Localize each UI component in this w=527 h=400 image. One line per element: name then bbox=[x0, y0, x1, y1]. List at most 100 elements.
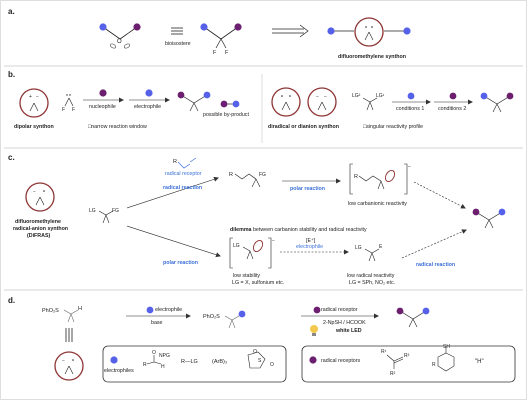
low-stability-label: low stability bbox=[233, 273, 260, 279]
nucleophile-label: nucleophile bbox=[89, 104, 116, 110]
stabilized-anion-bracket: − LG bbox=[229, 237, 275, 269]
svg-text:O: O bbox=[270, 362, 274, 368]
ether-oxygen-structure: O bbox=[99, 23, 141, 49]
radical-receptor-label-d: radical receptor bbox=[321, 307, 358, 313]
electrophile-label-d: electrophile bbox=[155, 307, 182, 313]
lg-eq-2-label: LG = SPh, NO₂ etc. bbox=[349, 280, 395, 286]
svg-text:−: − bbox=[316, 94, 319, 100]
svg-text:R³: R³ bbox=[404, 353, 410, 359]
lg-fg-reagent: LG FG bbox=[89, 208, 119, 224]
diradical-title: diradical or dianion synthon bbox=[268, 124, 339, 130]
dashed-arrow-bottom bbox=[401, 229, 467, 259]
dipolar-note: □narrow reaction window bbox=[88, 124, 147, 130]
dianion-synthon: − − bbox=[307, 87, 337, 117]
ester-structure: O NPG R H bbox=[143, 350, 170, 370]
svg-text:O: O bbox=[253, 349, 257, 355]
equivalence-sign bbox=[171, 27, 183, 35]
svg-text:−: − bbox=[62, 358, 65, 364]
lower-path-arrow bbox=[126, 225, 221, 258]
radical-receptors-box bbox=[301, 345, 516, 383]
lg-eq-1-label: LG = X, sulfonium etc. bbox=[232, 280, 284, 286]
polar-reaction-label-top: polar reaction bbox=[290, 186, 325, 192]
electrophile-label: electrophile bbox=[134, 104, 161, 110]
radical-reaction-label-bottom: radical reaction bbox=[416, 262, 455, 268]
electrophiles-legend: electrophiles bbox=[104, 368, 134, 374]
synthon-name-line-2: radical-anion synthon bbox=[13, 226, 68, 232]
retrosynthesis-arrow bbox=[272, 24, 309, 38]
dilemma-label: dilemma between carbanion stability and … bbox=[230, 227, 367, 233]
radical-receptor-label-c: radical receptor bbox=[165, 171, 202, 177]
electrophile-label-c: electrophile bbox=[296, 244, 323, 250]
svg-text:R: R bbox=[432, 362, 436, 368]
minus-charge: − bbox=[36, 94, 39, 100]
low-carbanionic-label: low carbanionic reactivity bbox=[348, 201, 407, 207]
difluoromethylene-structure: F F bbox=[200, 23, 242, 56]
conditions-1-label-d: 2-NpSH / HCOOK bbox=[323, 320, 366, 326]
lg1-label: LG¹ bbox=[376, 93, 385, 99]
thiophenol-structure: SH R bbox=[432, 344, 455, 372]
h-atom-label: "H" bbox=[475, 359, 484, 365]
upper-path-arrow bbox=[126, 176, 219, 209]
radical-receptors-legend: radical receptors bbox=[321, 358, 361, 364]
synthon-abbr: (DiFRAS) bbox=[27, 233, 50, 239]
bioisostere-caption: bioisostere bbox=[165, 41, 191, 47]
svg-text:R¹: R¹ bbox=[381, 349, 387, 355]
svg-text:PhO₂S: PhO₂S bbox=[203, 314, 220, 320]
difras-synthon: − bbox=[25, 182, 55, 212]
synthon-caption: difluoromethylene synthon bbox=[338, 54, 406, 60]
arb3-label: (ArB)₃ bbox=[212, 359, 227, 365]
svg-text:R: R bbox=[143, 362, 147, 368]
electrophiles-box bbox=[102, 345, 287, 383]
panel-b-label: b. bbox=[8, 70, 15, 79]
conditions-1-label: conditions 1 bbox=[396, 106, 424, 112]
lg2-label: LG² bbox=[352, 93, 361, 99]
fluorine-atom-1: F bbox=[213, 50, 217, 56]
carbanion-bracket: − R bbox=[349, 163, 411, 195]
product-structure-b1 bbox=[177, 91, 211, 112]
svg-text:H: H bbox=[78, 306, 82, 312]
fluorine-atom-2: F bbox=[225, 50, 229, 56]
synthon-ring bbox=[354, 17, 384, 47]
base-label: base bbox=[151, 320, 163, 326]
panel-c-label: c. bbox=[8, 153, 15, 162]
purple-substituent-ball bbox=[133, 23, 141, 31]
svg-text:−: − bbox=[324, 94, 327, 100]
svg-text:F: F bbox=[72, 107, 75, 113]
svg-text:R: R bbox=[229, 172, 233, 178]
svg-text:F: F bbox=[62, 107, 65, 113]
dashed-arrow-top bbox=[413, 181, 466, 209]
oxygen-atom: O bbox=[117, 39, 122, 45]
difluoromethylene-synthon bbox=[327, 17, 411, 47]
r-lg-label: R—LG bbox=[181, 359, 198, 365]
diradical-note: □singular reactivity profile bbox=[363, 124, 423, 130]
svg-text:PhO₂S: PhO₂S bbox=[42, 308, 59, 314]
panel-a-label: a. bbox=[8, 7, 15, 16]
svg-text:LG: LG bbox=[355, 245, 362, 251]
nucleophile-ball bbox=[99, 89, 107, 97]
blue-substituent-ball bbox=[99, 23, 107, 31]
svg-text:−: − bbox=[408, 164, 411, 170]
low-reactivity-product: LG E bbox=[355, 244, 383, 262]
panel-d-label: d. bbox=[8, 296, 15, 305]
svg-text:LG: LG bbox=[233, 243, 240, 249]
cyclic-sulfate-structure: O S O bbox=[247, 349, 274, 369]
svg-text:S: S bbox=[258, 358, 262, 364]
product-structure-b2 bbox=[480, 92, 514, 113]
white-led-label: white LED bbox=[335, 328, 362, 334]
difras-synthon-d: − bbox=[54, 351, 84, 381]
adduct-structure: R FG bbox=[229, 172, 266, 188]
polar-reaction-label-bottom: polar reaction bbox=[163, 260, 198, 266]
alkene-receptor-structure: R¹ R³ R² bbox=[381, 349, 410, 377]
plus-charge: + bbox=[29, 94, 32, 100]
intermediate-d: PhO₂S bbox=[203, 310, 246, 329]
byproduct-structure bbox=[220, 100, 240, 108]
radical-reaction-label-top: radical reaction bbox=[163, 185, 202, 191]
final-product-d bbox=[396, 307, 430, 328]
svg-text:R²: R² bbox=[390, 371, 396, 377]
svg-text:FG: FG bbox=[259, 172, 266, 178]
low-radical-label: low radical reactivity bbox=[347, 273, 395, 279]
sulfone-reagent: PhO₂S H bbox=[42, 306, 82, 323]
svg-text:O: O bbox=[152, 350, 156, 356]
